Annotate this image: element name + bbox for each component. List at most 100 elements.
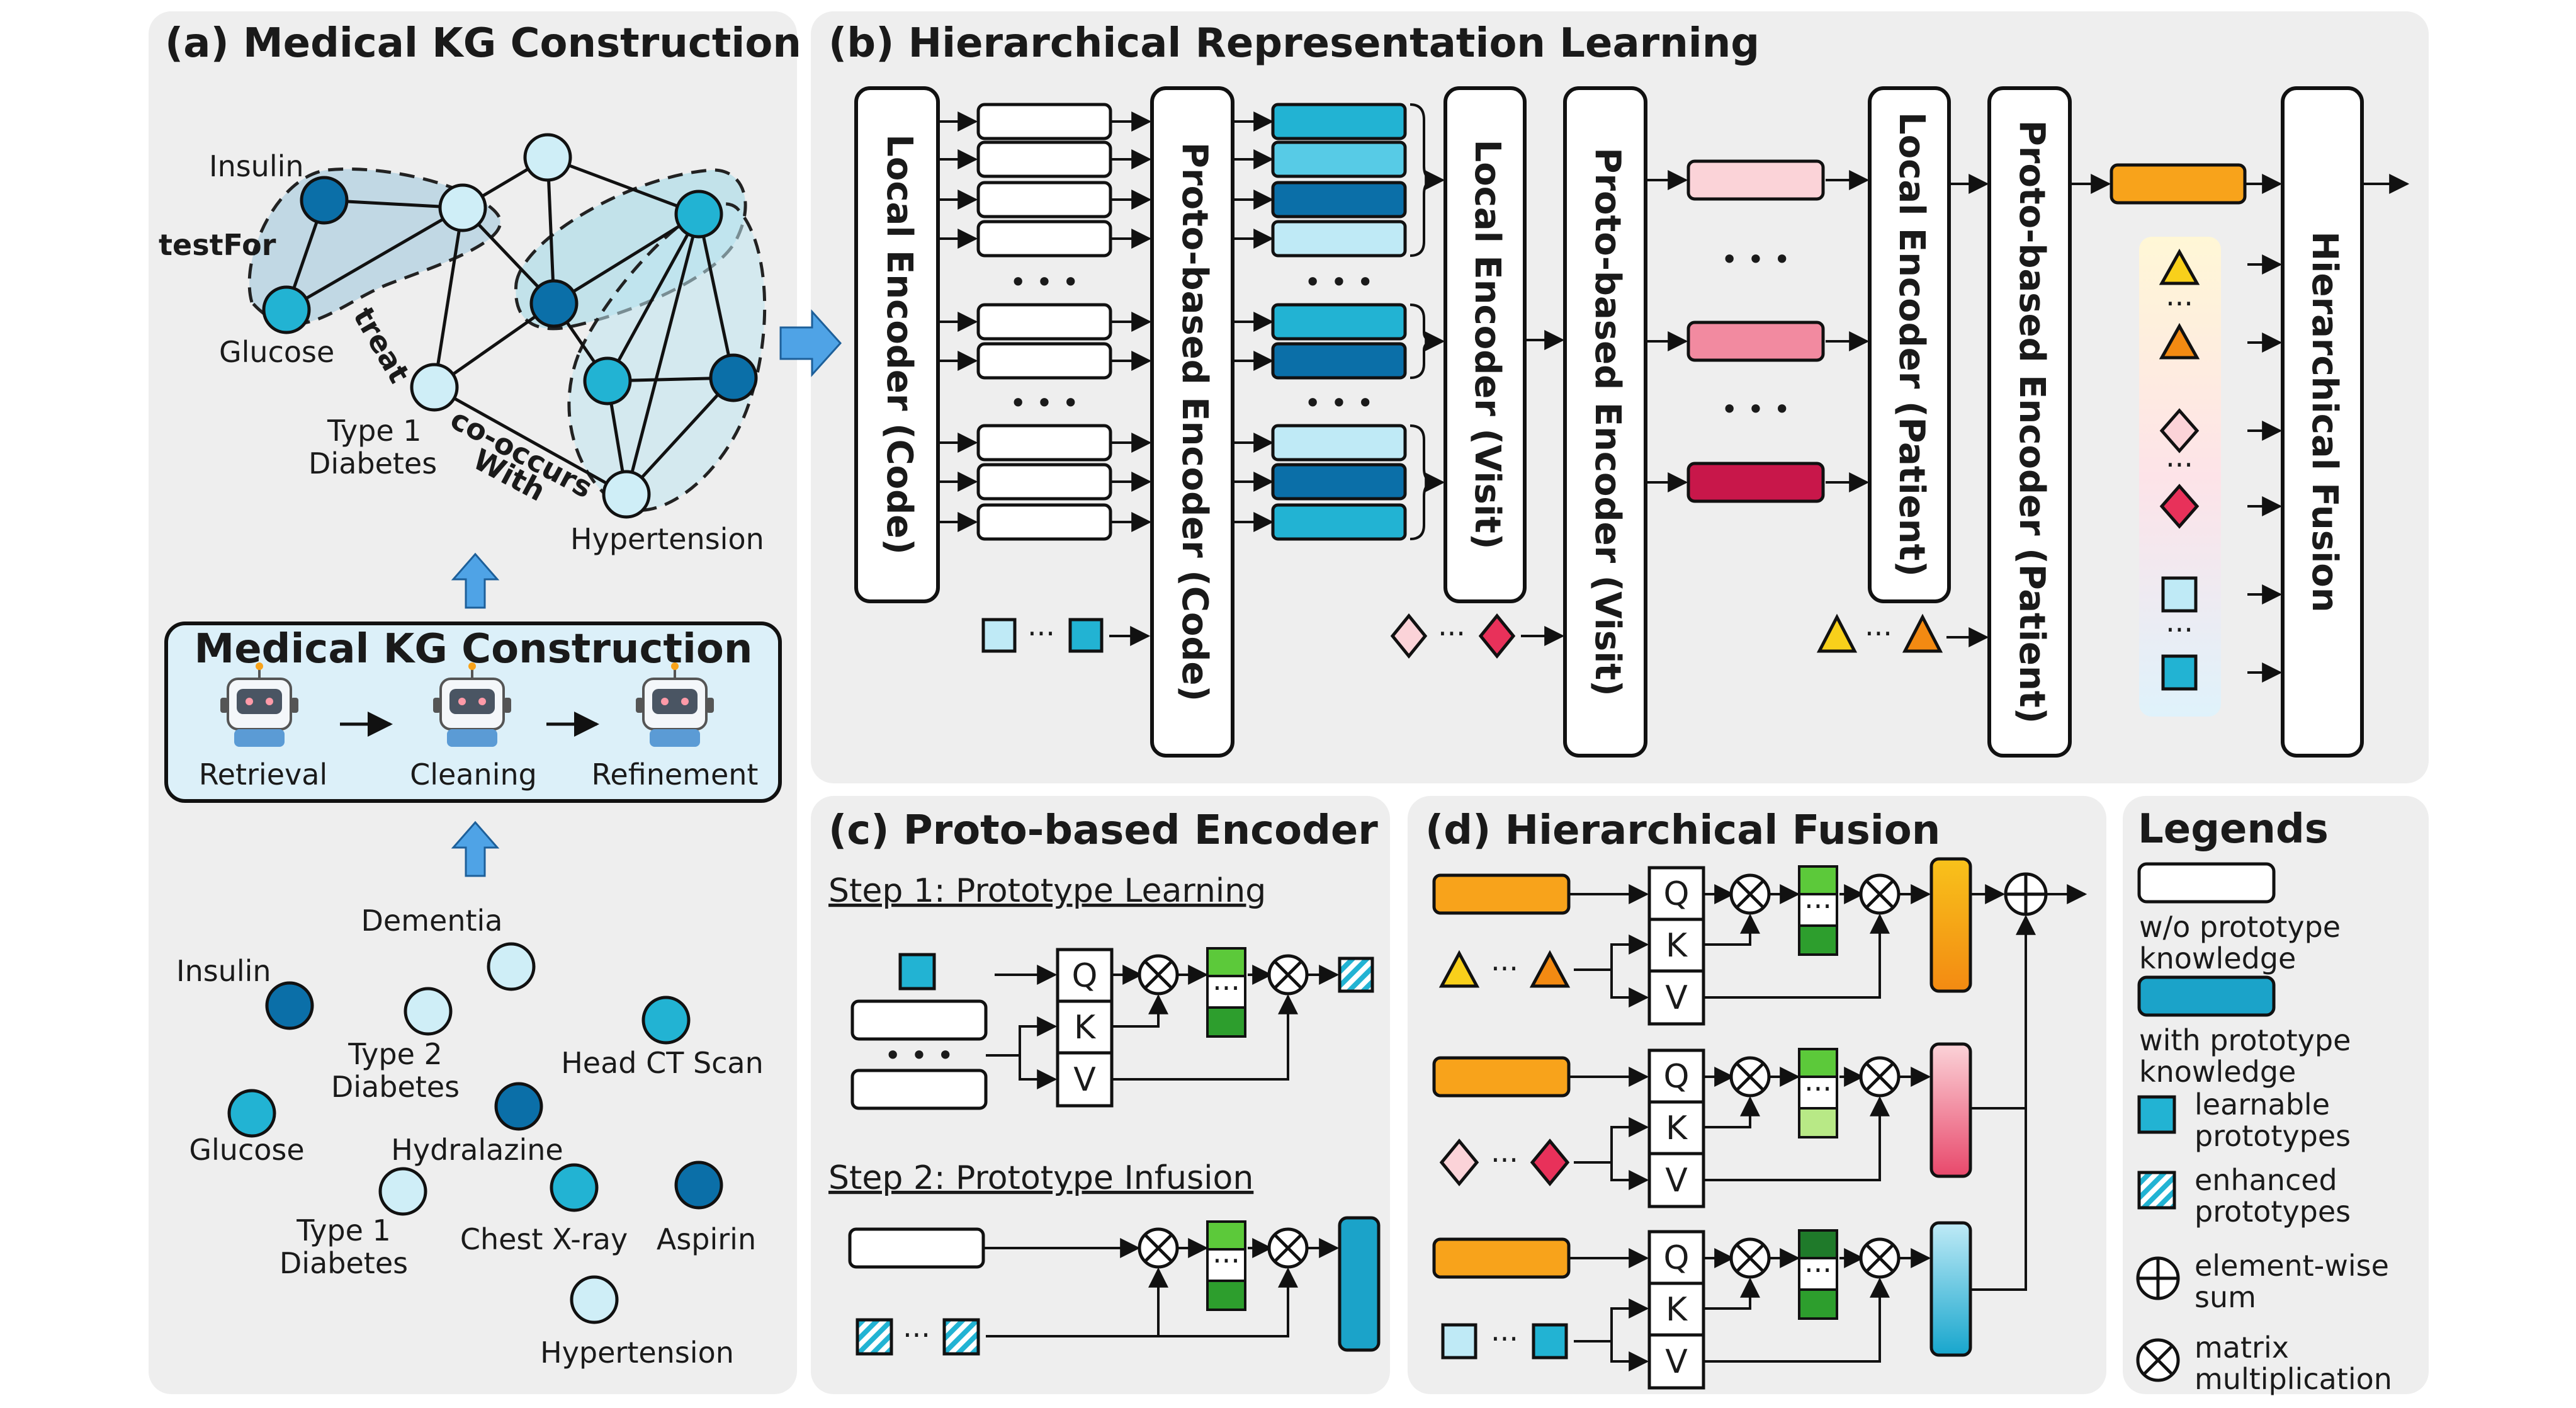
sum-icon	[2136, 1256, 2180, 1300]
attention-weight	[1798, 865, 1838, 895]
matmul-icon	[1267, 1227, 1309, 1269]
prototype-triangle	[2159, 248, 2200, 285]
kg-node-insulin	[300, 176, 349, 225]
proto-encoder-visit-label: Proto-based Encoder (Visit)	[1587, 147, 1628, 696]
q-label: Q	[1072, 957, 1098, 995]
enhanced-code-embedding	[1271, 463, 1407, 501]
enhanced-code-embedding	[1271, 424, 1407, 462]
local-encoder-code-label: Local Encoder (Code)	[879, 134, 920, 555]
entity-label-aspirin: Aspirin	[657, 1222, 756, 1256]
dots: ···	[1027, 616, 1055, 650]
legend-item-3-line2: prototypes	[2195, 1119, 2351, 1153]
legend-swatch-without	[2137, 862, 2276, 904]
entity-label-chest-xray: Chest X-ray	[460, 1222, 628, 1256]
entity-hypertension	[570, 1275, 619, 1324]
label-type1-line2: Diabetes	[308, 446, 437, 480]
input-embedding	[848, 1227, 985, 1269]
vdots: ···	[2166, 613, 2193, 647]
attention-weight	[1798, 1288, 1838, 1320]
patient-embedding	[1432, 873, 1571, 915]
learnable-prototype-triangle	[1816, 613, 1858, 653]
code-embeddings	[976, 103, 1112, 541]
entity-label-type2-line1: Type 2	[347, 1037, 443, 1071]
matmul-icon	[1729, 1056, 1771, 1098]
visit-embedding	[1686, 462, 1825, 503]
entity-glucose	[227, 1089, 276, 1138]
proto-encoder-code	[1150, 86, 1234, 758]
entity-dementia	[487, 942, 536, 991]
vdots: ···	[2166, 287, 2193, 321]
entity-label-hydralazine: Hydralazine	[391, 1133, 563, 1167]
entity-insulin	[265, 981, 314, 1030]
learnable-prototype	[981, 618, 1017, 653]
entity-label-head-ct: Head CT Scan	[561, 1046, 764, 1080]
dots: ···	[1804, 1253, 1832, 1287]
up-arrow-icon	[451, 552, 500, 609]
matmul-icon	[2136, 1338, 2180, 1382]
kg-node	[438, 183, 487, 232]
attention-weight	[1206, 1006, 1246, 1038]
matmul-icon	[1859, 873, 1901, 915]
prototype-column	[2139, 237, 2221, 717]
fused-output	[1929, 1221, 1972, 1357]
prototype-square	[1532, 1323, 1568, 1360]
matmul-icon	[1138, 1227, 1179, 1269]
label-hypertension: Hypertension	[570, 522, 764, 556]
panel-d-title: (d) Hierarchical Fusion	[1425, 807, 1940, 854]
entity-head-ct	[641, 996, 691, 1045]
dots: ···	[1804, 889, 1832, 923]
legend-item-1-line1: w/o prototype	[2139, 910, 2341, 944]
robot-icon	[220, 662, 298, 747]
attention-weight	[1798, 924, 1838, 956]
attention-weight	[1798, 1048, 1838, 1078]
dots: ···	[1804, 1072, 1832, 1106]
q-label: Q	[1664, 875, 1690, 913]
dots: ···	[1491, 1143, 1518, 1177]
legend-item-6-line1: matrix	[2195, 1331, 2289, 1365]
kg-node-glucose	[262, 285, 311, 334]
legend-item-5-line2: sum	[2195, 1280, 2256, 1314]
proto-encoder-patient	[1987, 86, 2072, 758]
kg-node	[523, 133, 572, 182]
patient-embedding	[2110, 163, 2247, 205]
step1-label: Step 1: Prototype Learning	[828, 872, 1266, 910]
arrows	[938, 111, 1274, 532]
local-encoder-visit	[1443, 86, 1527, 603]
prototype-triangle	[1529, 950, 1571, 988]
v-label: V	[1073, 1061, 1096, 1099]
proto-encoder-visit	[1563, 86, 1647, 758]
v-label: V	[1665, 1343, 1688, 1381]
entity-aspirin	[674, 1161, 723, 1210]
k-label: K	[1666, 1291, 1688, 1329]
legend-item-4-line2: prototypes	[2195, 1195, 2351, 1229]
legend-swatch-learnable	[2137, 1095, 2176, 1134]
learnable-prototype-diamond	[1390, 613, 1428, 659]
entity-chest-xray	[550, 1163, 599, 1212]
attention-weight	[1206, 947, 1246, 977]
step-cleaning: Cleaning	[410, 758, 537, 792]
ellipsis: • • •	[1304, 386, 1374, 420]
attention-weight	[1206, 1280, 1246, 1311]
prototype-square	[2161, 654, 2198, 691]
enhanced-code-embedding	[1271, 103, 1407, 140]
proto-encoder-patient-label: Proto-based Encoder (Patient)	[2011, 120, 2052, 724]
ellipsis: • • •	[1721, 242, 1791, 276]
matmul-icon	[1859, 1237, 1901, 1279]
local-encoder-patient	[1868, 86, 1951, 603]
kg-node	[674, 190, 723, 239]
label-testfor: testFor	[159, 228, 276, 262]
prototype-triangle	[1438, 950, 1480, 988]
prototype-square	[2161, 576, 2198, 613]
enhanced-prototype	[856, 1318, 893, 1356]
kg-node	[709, 353, 758, 402]
enhanced-code-embedding	[1271, 181, 1407, 219]
label-glucose: Glucose	[219, 335, 334, 369]
dots: ···	[903, 1318, 930, 1352]
q-label: Q	[1664, 1058, 1690, 1096]
entity-label-type1-line1: Type 1	[296, 1213, 391, 1247]
right-arrow-icon	[779, 309, 842, 377]
output-embedding	[1338, 1216, 1381, 1352]
q-label: Q	[1664, 1239, 1690, 1277]
dots: ···	[1491, 1322, 1518, 1356]
